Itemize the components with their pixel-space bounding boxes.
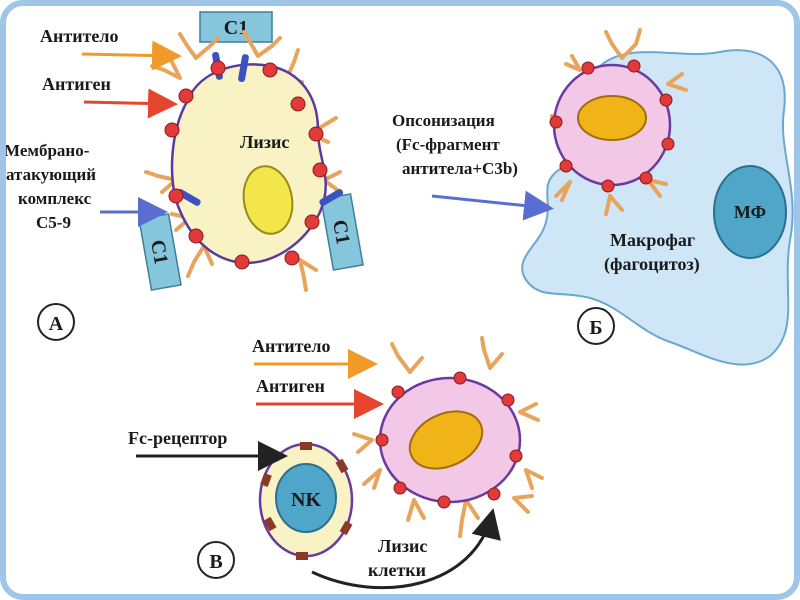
mf-label: МФ (734, 202, 766, 222)
nucleus-c (408, 410, 484, 470)
nucleus-a (242, 165, 294, 235)
c1-complex-top: С1 (199, 11, 273, 43)
svg-text:клетки: клетки (368, 560, 426, 580)
svg-text:(фагоцитоз): (фагоцитоз) (604, 254, 700, 275)
panel-letter-b: Б (577, 307, 615, 345)
svg-text:атакующий: атакующий (6, 165, 96, 184)
antigen-label-c: Антиген (256, 376, 325, 396)
panel-a: С1 С1 С1 Лизис (4, 11, 364, 341)
macrophage-label: Макрофаг (фагоцитоз) (604, 230, 700, 275)
cell-lysis-label: Лизис клетки (368, 536, 427, 580)
macrophage (521, 49, 794, 366)
panel-b: МФ Макрофаг (фагоцитоз) (392, 28, 794, 366)
nk-label: NK (291, 489, 321, 511)
lysis-arrow (311, 508, 501, 590)
antigens-c (375, 371, 523, 509)
svg-text:Опсонизация: Опсонизация (392, 111, 495, 130)
fc-receptors (260, 442, 353, 560)
panel-letter-c: В (197, 541, 235, 579)
svg-text:Лизис: Лизис (378, 536, 427, 556)
nk-cell: NK (258, 442, 354, 560)
nucleus-b (577, 95, 647, 141)
antibodies-a (144, 30, 342, 292)
c1-complex-right: С1 (320, 193, 364, 271)
mac-label: Мембрано- атакующий комплекс С5-9 (4, 141, 96, 232)
svg-text:В: В (209, 551, 222, 573)
svg-text:А: А (49, 313, 64, 335)
panel-letter-a: А (37, 303, 75, 341)
svg-text:(Fc-фрагмент: (Fc-фрагмент (396, 135, 500, 154)
lysis-label-a: Лизис (240, 132, 289, 152)
svg-text:Б: Б (589, 317, 602, 339)
c1-complex-left: С1 (138, 213, 182, 291)
antigens-a (164, 60, 328, 270)
antigens-b (549, 59, 675, 193)
svg-text:комплекс: комплекс (18, 189, 92, 208)
antibody-arrow-a (81, 40, 182, 71)
antibody-label-c: Антитело (252, 336, 331, 356)
svg-text:С5-9: С5-9 (36, 213, 71, 232)
panel-c: NK Антитело Антиген Fc-рецептор Лизис кл… (128, 336, 544, 590)
svg-text:антитела+С3b): антитела+С3b) (402, 159, 518, 178)
antibodies-c (352, 336, 544, 538)
macrophage-nucleus (713, 165, 787, 259)
c1-label: С1 (224, 17, 248, 39)
svg-text:Макрофаг: Макрофаг (610, 230, 695, 250)
fc-receptor-label: Fc-рецептор (128, 428, 227, 448)
antibody-label-a: Антитело (40, 26, 119, 46)
opsonization-arrow (431, 190, 554, 221)
svg-text:Мембрано-: Мембрано- (4, 141, 90, 160)
antigen-arrow-a (83, 88, 178, 119)
c1-label: С1 (328, 218, 354, 246)
c1-label: С1 (146, 238, 172, 266)
opsonization-label: Опсонизация (Fc-фрагмент антитела+С3b) (392, 111, 518, 178)
antigen-label-a: Антиген (42, 74, 111, 94)
